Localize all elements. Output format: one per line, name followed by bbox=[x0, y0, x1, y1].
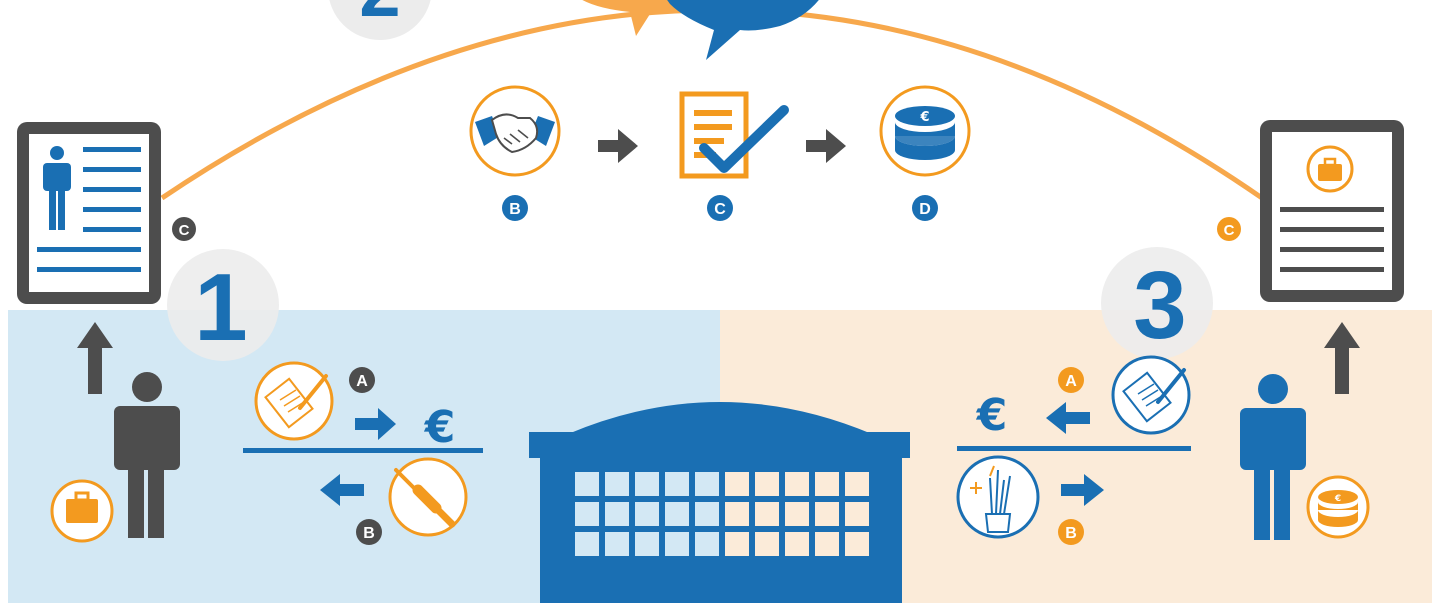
marker-c-left: C bbox=[172, 217, 196, 241]
step-3-badge: 3 bbox=[1101, 247, 1213, 359]
exchange-divider-right bbox=[957, 446, 1191, 451]
euro-coins-stack-icon: € bbox=[1306, 475, 1370, 539]
marker-a-right: A bbox=[1058, 367, 1084, 393]
marker-c-right-label: C bbox=[1224, 222, 1235, 239]
tools-cup-icon bbox=[956, 455, 1040, 539]
job-seeker-person-icon bbox=[114, 372, 180, 538]
marker-c-right: C bbox=[1217, 217, 1241, 241]
marker-b-left-label: B bbox=[363, 525, 375, 542]
briefcase-icon bbox=[50, 479, 114, 543]
marker-d-top: D bbox=[912, 195, 938, 221]
job-posting-document-icon bbox=[1260, 120, 1404, 302]
screwdriver-icon bbox=[388, 457, 468, 537]
marker-a-right-label: A bbox=[1065, 373, 1077, 390]
coin-currency-symbol-right: € bbox=[1334, 494, 1341, 504]
arrow-icon bbox=[320, 474, 364, 506]
step-1-number: 1 bbox=[194, 254, 247, 361]
resume-document-icon bbox=[17, 122, 161, 304]
marker-b-left: B bbox=[356, 519, 382, 545]
marker-c-top: C bbox=[707, 195, 733, 221]
building-icon bbox=[529, 402, 910, 603]
marker-b-top: B bbox=[502, 195, 528, 221]
arrow-icon bbox=[355, 408, 396, 440]
exchange-divider-left bbox=[243, 448, 483, 453]
euro-coins-stack-icon: € bbox=[879, 85, 971, 177]
currency-symbol-right: € bbox=[976, 390, 1008, 441]
currency-symbol-left: € bbox=[424, 402, 456, 453]
marker-d-top-label: D bbox=[919, 201, 931, 218]
arrow-icon bbox=[598, 129, 638, 163]
signed-contract-icon bbox=[1111, 355, 1191, 435]
arrow-icon bbox=[1046, 402, 1090, 434]
step-2-badge: 2 bbox=[329, 0, 431, 40]
marker-c-left-label: C bbox=[179, 222, 190, 239]
step-2-number: 2 bbox=[359, 0, 400, 32]
marker-c-top-label: C bbox=[714, 201, 726, 218]
arrow-icon bbox=[806, 129, 846, 163]
handshake-icon bbox=[469, 85, 561, 177]
marker-a-left-label: A bbox=[356, 373, 368, 390]
arrow-icon bbox=[1324, 322, 1360, 394]
marker-a-left: A bbox=[349, 367, 375, 393]
arrow-icon bbox=[1061, 474, 1104, 506]
checklist-icon bbox=[679, 91, 789, 179]
step-1-badge: 1 bbox=[167, 249, 279, 361]
signed-contract-icon bbox=[254, 361, 334, 441]
building-windows bbox=[575, 472, 869, 556]
arrow-icon bbox=[77, 322, 113, 394]
marker-b-right: B bbox=[1058, 519, 1084, 545]
employer-person-icon bbox=[1240, 374, 1306, 540]
coin-currency-symbol: € bbox=[919, 110, 929, 125]
marker-b-top-label: B bbox=[509, 201, 521, 218]
marker-b-right-label: B bbox=[1065, 525, 1077, 542]
step-3-number: 3 bbox=[1133, 252, 1186, 359]
speech-bubbles-icon bbox=[582, 0, 819, 60]
